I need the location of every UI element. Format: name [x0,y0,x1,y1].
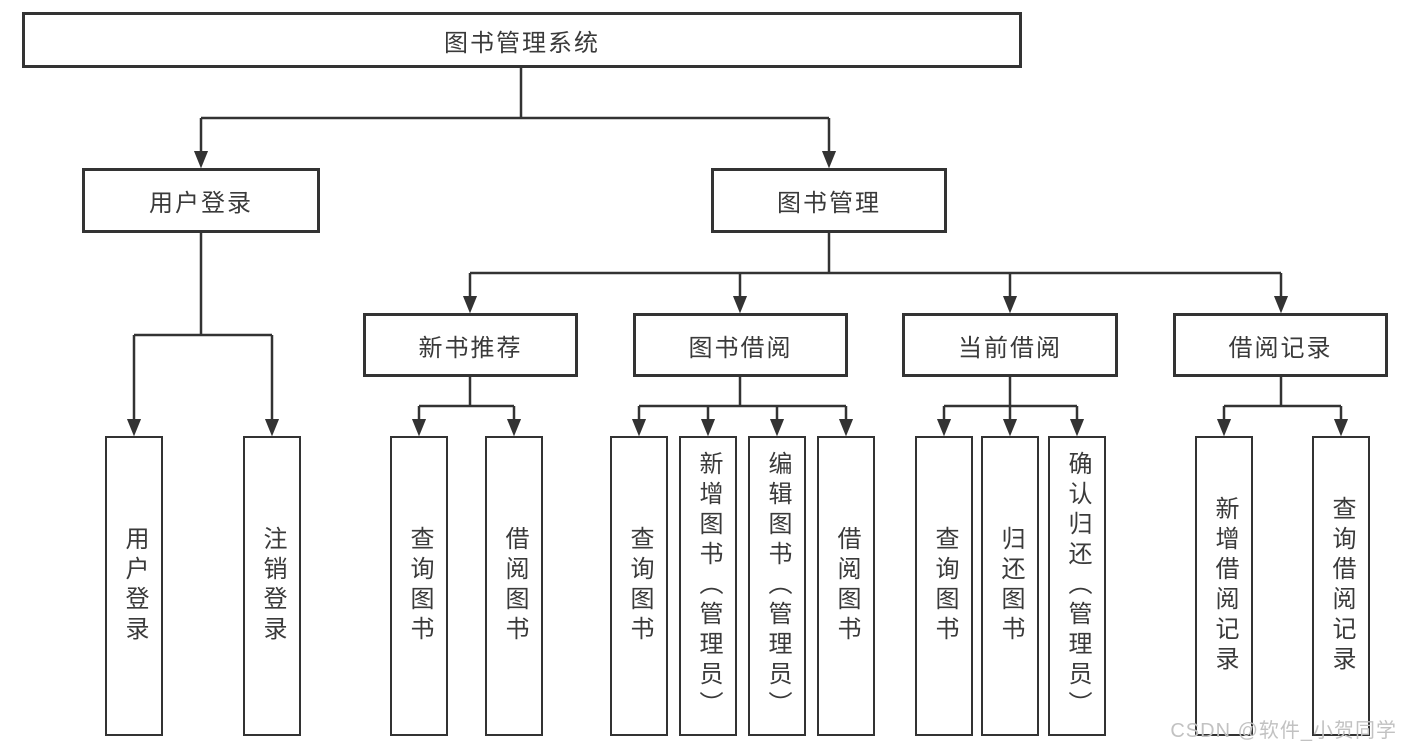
leaf-recommend-query-books: 查询图书 [390,436,448,736]
node-borrow-records: 借阅记录 [1173,313,1388,377]
leaf-borrow-edit-books: 编辑图书（管理员） [748,436,806,736]
leaf-current-confirm-return-label: 确认归还（管理员） [1064,451,1091,721]
leaf-current-query-books-label: 查询图书 [931,526,958,646]
leaf-user-login: 用户登录 [105,436,163,736]
connector-skeleton [134,68,1341,408]
leaf-records-query-record: 查询借阅记录 [1312,436,1370,736]
leaf-borrow-add-books-label: 新增图书（管理员） [695,451,722,721]
leaf-borrow-query-books-label: 查询图书 [626,526,653,646]
node-library-system: 图书管理系统 [22,12,1022,68]
leaf-borrow-query-books: 查询图书 [610,436,668,736]
leaf-recommend-borrow-books-label: 借阅图书 [501,526,528,646]
leaf-user-login-label: 用户登录 [121,526,148,646]
node-book-borrow: 图书借阅 [633,313,848,377]
leaf-current-query-books: 查询图书 [915,436,973,736]
csdn-watermark: CSDN @软件_小贺同学 [1170,720,1397,742]
leaf-current-return-books: 归还图书 [981,436,1039,736]
leaf-logout-label: 注销登录 [259,526,286,646]
node-book-management: 图书管理 [711,168,947,233]
leaf-borrow-borrow-books: 借阅图书 [817,436,875,736]
leaf-current-return-books-label: 归还图书 [997,526,1024,646]
leaf-borrow-edit-books-label: 编辑图书（管理员） [764,451,791,721]
leaf-records-query-record-label: 查询借阅记录 [1328,496,1355,676]
leaf-recommend-borrow-books: 借阅图书 [485,436,543,736]
leaf-recommend-query-books-label: 查询图书 [406,526,433,646]
leaf-records-add-record: 新增借阅记录 [1195,436,1253,736]
leaf-borrow-borrow-books-label: 借阅图书 [833,526,860,646]
leaf-records-add-record-label: 新增借阅记录 [1211,496,1238,676]
node-current-borrow: 当前借阅 [902,313,1118,377]
leaf-borrow-add-books: 新增图书（管理员） [679,436,737,736]
node-new-book-recommend: 新书推荐 [363,313,578,377]
leaf-current-confirm-return: 确认归还（管理员） [1048,436,1106,736]
leaf-logout: 注销登录 [243,436,301,736]
node-user-login: 用户登录 [82,168,320,233]
